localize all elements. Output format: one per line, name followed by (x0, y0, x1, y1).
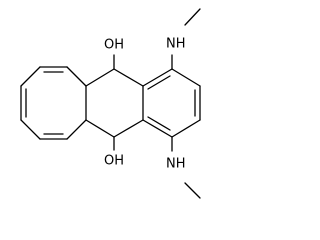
bond-right-ring-5 (142, 119, 173, 138)
bond-right-ring-2 (171, 68, 201, 87)
bond-right-ring-4 (171, 119, 201, 138)
hydroxyl-bottom-label: OH (104, 154, 124, 169)
hydroxyl-top-label: OH (104, 38, 124, 53)
bond-center-2 (85, 68, 115, 87)
bond-left-ring-3 (20, 119, 41, 140)
bond-center-6 (85, 119, 115, 138)
molecule-structure-diagram: OH OH NH NH (20, 8, 201, 199)
amine-top-label: NH (166, 37, 186, 52)
bond-left-ring-5 (66, 119, 87, 140)
double-bond-right-ring-a (147, 75, 171, 90)
bond-methyl-bottom (184, 182, 201, 199)
amine-bottom-label: NH (166, 157, 186, 172)
bond-left-ring-6 (66, 66, 87, 87)
bond-right-ring-1 (142, 68, 173, 87)
double-bond-right-ring-c (147, 116, 171, 131)
bond-center-3 (113, 68, 144, 87)
bond-left-ring-1 (20, 66, 41, 87)
bond-center-5 (113, 119, 144, 138)
bond-methyl-top (184, 8, 201, 26)
